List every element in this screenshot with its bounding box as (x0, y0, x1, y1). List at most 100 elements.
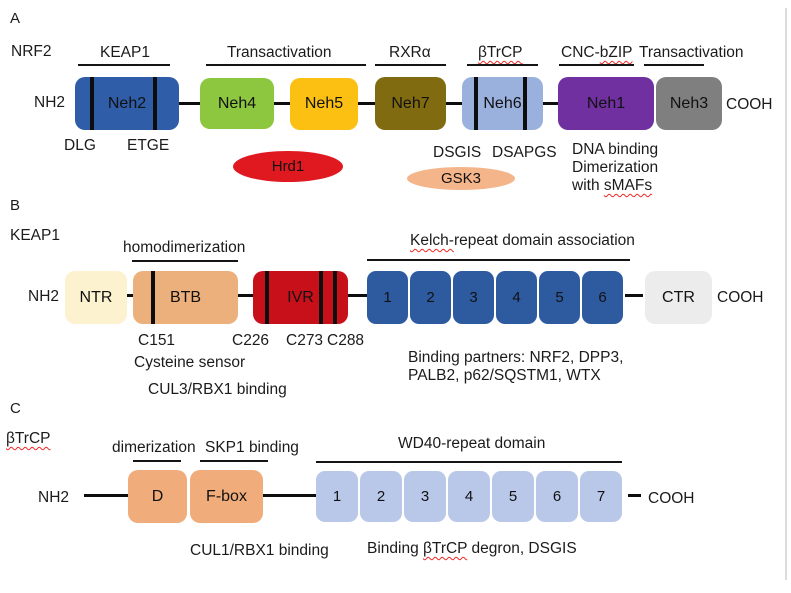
overline-rule-cnc-bzip (559, 64, 634, 66)
kelch-repeat-6-label: 6 (598, 289, 607, 306)
domain-neh7-label: Neh7 (391, 94, 430, 112)
c288-label: C288 (327, 332, 365, 349)
cul1-rbx1-note: CUL1/RBX1 binding (190, 542, 329, 559)
panel-b-letter: B (10, 197, 21, 214)
degron-note: Binding βTrCP degron, DSGIS (367, 540, 577, 557)
wd40-repeat-1-label: 1 (332, 488, 342, 505)
etge-motif-bar (153, 77, 157, 130)
kelch-repeat-3-label: 3 (469, 289, 478, 306)
cysteine-sensor-note: Cysteine sensor (134, 354, 246, 371)
wd40-repeat-5-label: 5 (508, 488, 518, 505)
kelch-repeat-6: 6 (582, 271, 623, 324)
btrcp-cooh-label: COOH (648, 490, 695, 507)
c288-bar (333, 271, 337, 324)
kelch-repeat-3: 3 (453, 271, 494, 324)
dsgis-motif-bar (474, 77, 478, 130)
wd40-repeat-6-label: 6 (552, 488, 562, 505)
backbone-connector (543, 102, 558, 105)
domain-neh6-label: Neh6 (483, 94, 522, 112)
domain-neh5-label: Neh5 (304, 95, 344, 112)
c226-label: C226 (232, 332, 270, 349)
overline-rule-btrcp (467, 64, 538, 66)
domain-btb: BTB (133, 271, 238, 324)
domain-neh1: Neh1 (558, 77, 654, 130)
wd40-repeat-7-label: 7 (596, 488, 606, 505)
overline-rule-skp1 (200, 460, 268, 462)
binding-partners-line2: PALB2, p62/SQSTM1, WTX (408, 367, 601, 384)
overline-rule-homodimerization (132, 260, 238, 262)
wd40-repeat-4: 4 (448, 471, 490, 522)
overline-label-rxra: RXRα (389, 44, 431, 61)
backbone-connector (628, 494, 641, 497)
domain-neh3: Neh3 (656, 77, 722, 130)
overline-label-kelch-association: Kelch-repeat domain association (410, 232, 635, 249)
degron-suffix-text: degron, DSGIS (467, 540, 577, 557)
domain-neh3-label: Neh3 (669, 94, 709, 112)
panel-c-letter: C (10, 400, 21, 417)
neh1-note-smafs: with sMAFs (572, 177, 652, 194)
kelch-repeat-4-label: 4 (512, 289, 521, 306)
wd40-repeat-6: 6 (536, 471, 578, 522)
domain-d: D (128, 470, 187, 523)
dlg-motif-label: DLG (64, 137, 96, 154)
domain-ivr: IVR (253, 271, 348, 324)
backbone-connector (238, 294, 253, 297)
c151-label: C151 (138, 332, 176, 349)
overline-label-cnc-bzip: CNC-bZIP (561, 44, 632, 61)
domain-ctr: CTR (645, 271, 712, 324)
overline-label-transactivation-2: Transactivation (639, 44, 744, 61)
dsapgs-motif-label: DSAPGS (492, 144, 557, 161)
domain-btb-label: BTB (169, 288, 202, 306)
dsgis-motif-label: DSGIS (433, 144, 482, 161)
keap1-nh2-label: NH2 (28, 288, 60, 305)
protein-label-nrf2: NRF2 (11, 43, 52, 60)
domain-fbox: F-box (190, 470, 263, 523)
backbone-connector (179, 102, 200, 105)
binding-text: Binding (367, 540, 424, 557)
nrf2-nh2-label: NH2 (34, 94, 66, 111)
neh1-note-dna-binding: DNA binding (572, 141, 659, 158)
backbone-connector (84, 494, 128, 497)
cul3-rbx1-note: CUL3/RBX1 binding (148, 381, 287, 398)
backbone-connector (358, 102, 375, 105)
domain-neh7: Neh7 (375, 77, 446, 130)
c273-label: C273 (286, 332, 324, 349)
kelch-repeat-2: 2 (410, 271, 451, 324)
bzip-text: bZIP (599, 44, 633, 61)
backbone-connector (263, 494, 316, 497)
domain-ntr-label: NTR (79, 288, 113, 306)
domain-neh6: Neh6 (462, 77, 543, 130)
etge-motif-label: ETGE (127, 137, 170, 154)
kelch-repeat-5-label: 5 (555, 289, 564, 306)
kelch-text: Kelch- (410, 232, 454, 249)
kelch-repeat-5: 5 (539, 271, 580, 324)
domain-ivr-label: IVR (287, 288, 314, 306)
overline-rule-transactivation-1 (206, 64, 366, 66)
overline-rule-dimerization (133, 460, 181, 462)
gsk3-label: GSK3 (440, 170, 482, 187)
domain-fbox-label: F-box (206, 487, 247, 505)
btrcp-degron-text: βTrCP (423, 540, 468, 557)
overline-label-transactivation-1: Transactivation (227, 44, 332, 61)
smafs-text: sMAFs (603, 177, 653, 194)
domain-neh5: Neh5 (290, 78, 358, 130)
panel-a-letter: A (10, 10, 21, 27)
overline-rule-keap1 (78, 64, 170, 66)
domain-neh2: Neh2 (75, 77, 179, 130)
keap1-cooh-label: COOH (717, 289, 764, 306)
protein-label-btrcp: βTrCP (6, 430, 51, 447)
wd40-repeat-1: 1 (316, 471, 358, 522)
overline-rule-kelch-association (367, 259, 630, 261)
page-edge-divider (785, 8, 787, 580)
overline-label-keap1: KEAP1 (100, 44, 150, 61)
kelch-repeat-1: 1 (367, 271, 408, 324)
kelch-repeat-2-label: 2 (426, 289, 435, 306)
binding-partners-line1: Binding partners: NRF2, DPP3, (408, 349, 624, 366)
overline-label-skp1: SKP1 binding (205, 439, 299, 456)
nrf2-cooh-label: COOH (726, 96, 773, 113)
backbone-connector (446, 102, 462, 105)
wd40-repeat-3-label: 3 (420, 488, 430, 505)
c273-bar (319, 271, 323, 324)
domain-neh4-label: Neh4 (217, 94, 257, 112)
